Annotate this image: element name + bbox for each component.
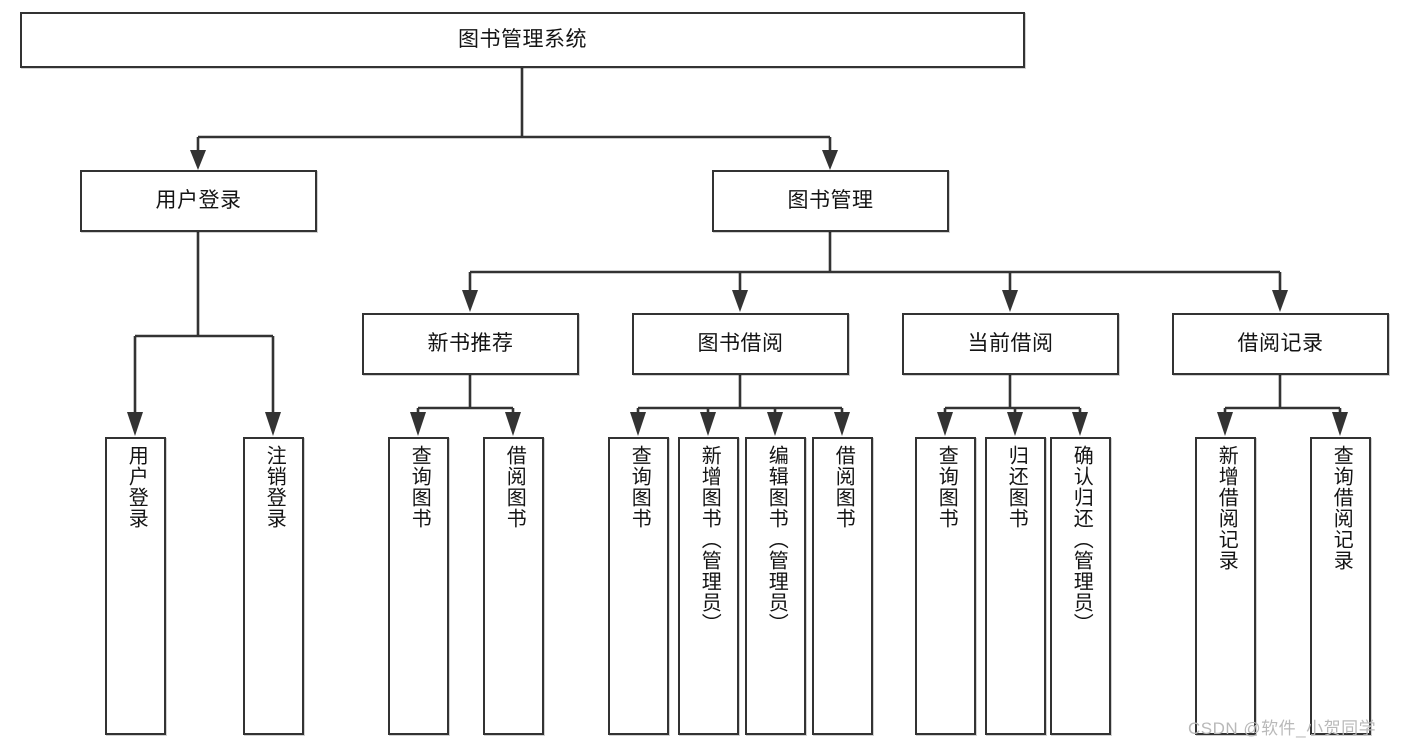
node-label: 图书管理系统 — [458, 27, 587, 51]
node-label: 用户登录 — [125, 445, 148, 529]
arrowhead-bb-leaf-2 — [700, 412, 716, 436]
leaf-confirm-return-admin[interactable]: 确认归还（管理员） — [1050, 437, 1111, 735]
node-label: 用户登录 — [155, 188, 242, 212]
node-borrow-record[interactable]: 借阅记录 — [1172, 313, 1389, 375]
node-label: 归还图书 — [1005, 445, 1028, 529]
arrowhead-new-book — [462, 290, 478, 312]
leaf-user-login[interactable]: 用户登录 — [105, 437, 166, 735]
node-label: 编辑图书（管理员） — [765, 445, 788, 634]
node-label: 查询图书 — [935, 445, 958, 529]
leaf-logout[interactable]: 注销登录 — [243, 437, 304, 735]
node-new-book-recommend[interactable]: 新书推荐 — [362, 313, 579, 375]
leaf-edit-book-admin[interactable]: 编辑图书（管理员） — [745, 437, 806, 735]
node-root-system[interactable]: 图书管理系统 — [20, 12, 1025, 68]
node-label: 图书借阅 — [697, 331, 784, 355]
node-current-borrow[interactable]: 当前借阅 — [902, 313, 1119, 375]
arrowhead-book-manage — [822, 150, 838, 170]
arrowhead-br-leaf-2 — [1332, 412, 1348, 436]
node-label: 新增图书（管理员） — [698, 445, 721, 634]
node-label: 查询图书 — [628, 445, 651, 529]
leaf-query-borrow-record[interactable]: 查询借阅记录 — [1310, 437, 1371, 735]
arrowhead-cb-leaf-2 — [1007, 412, 1023, 436]
arrowhead-current-borrow — [1002, 290, 1018, 312]
arrowhead-leaf-logout — [265, 412, 281, 436]
arrowhead-nb-leaf-2 — [505, 412, 521, 436]
leaf-return-book[interactable]: 归还图书 — [985, 437, 1046, 735]
node-label: 确认归还（管理员） — [1070, 445, 1093, 634]
node-label: 新书推荐 — [427, 331, 514, 355]
leaf-add-book-admin[interactable]: 新增图书（管理员） — [678, 437, 739, 735]
arrowhead-leaf-user-login — [127, 412, 143, 436]
leaf-query-book-current[interactable]: 查询图书 — [915, 437, 976, 735]
node-label: 查询借阅记录 — [1330, 445, 1353, 571]
arrowhead-bb-leaf-1 — [630, 412, 646, 436]
leaf-query-book-recommend[interactable]: 查询图书 — [388, 437, 449, 735]
leaf-query-book-borrow[interactable]: 查询图书 — [608, 437, 669, 735]
node-label: 当前借阅 — [967, 331, 1054, 355]
leaf-borrow-book[interactable]: 借阅图书 — [812, 437, 873, 735]
node-book-management[interactable]: 图书管理 — [712, 170, 949, 232]
node-label: 借阅图书 — [832, 445, 855, 529]
arrowhead-borrow-record — [1272, 290, 1288, 312]
node-label: 新增借阅记录 — [1215, 445, 1238, 571]
arrowhead-cb-leaf-3 — [1072, 412, 1088, 436]
leaf-borrow-book-recommend[interactable]: 借阅图书 — [483, 437, 544, 735]
node-user-login[interactable]: 用户登录 — [80, 170, 317, 232]
arrowhead-user-login — [190, 150, 206, 170]
arrowhead-bb-leaf-3 — [767, 412, 783, 436]
node-label: 借阅图书 — [503, 445, 526, 529]
leaf-add-borrow-record[interactable]: 新增借阅记录 — [1195, 437, 1256, 735]
arrowhead-book-borrow — [732, 290, 748, 312]
node-label: 图书管理 — [787, 188, 874, 212]
node-label: 借阅记录 — [1237, 331, 1324, 355]
node-label: 查询图书 — [408, 445, 431, 529]
arrowhead-cb-leaf-1 — [937, 412, 953, 436]
node-label: 注销登录 — [263, 445, 286, 529]
arrowhead-nb-leaf-1 — [410, 412, 426, 436]
arrowhead-bb-leaf-4 — [834, 412, 850, 436]
node-book-borrow[interactable]: 图书借阅 — [632, 313, 849, 375]
arrowhead-br-leaf-1 — [1217, 412, 1233, 436]
